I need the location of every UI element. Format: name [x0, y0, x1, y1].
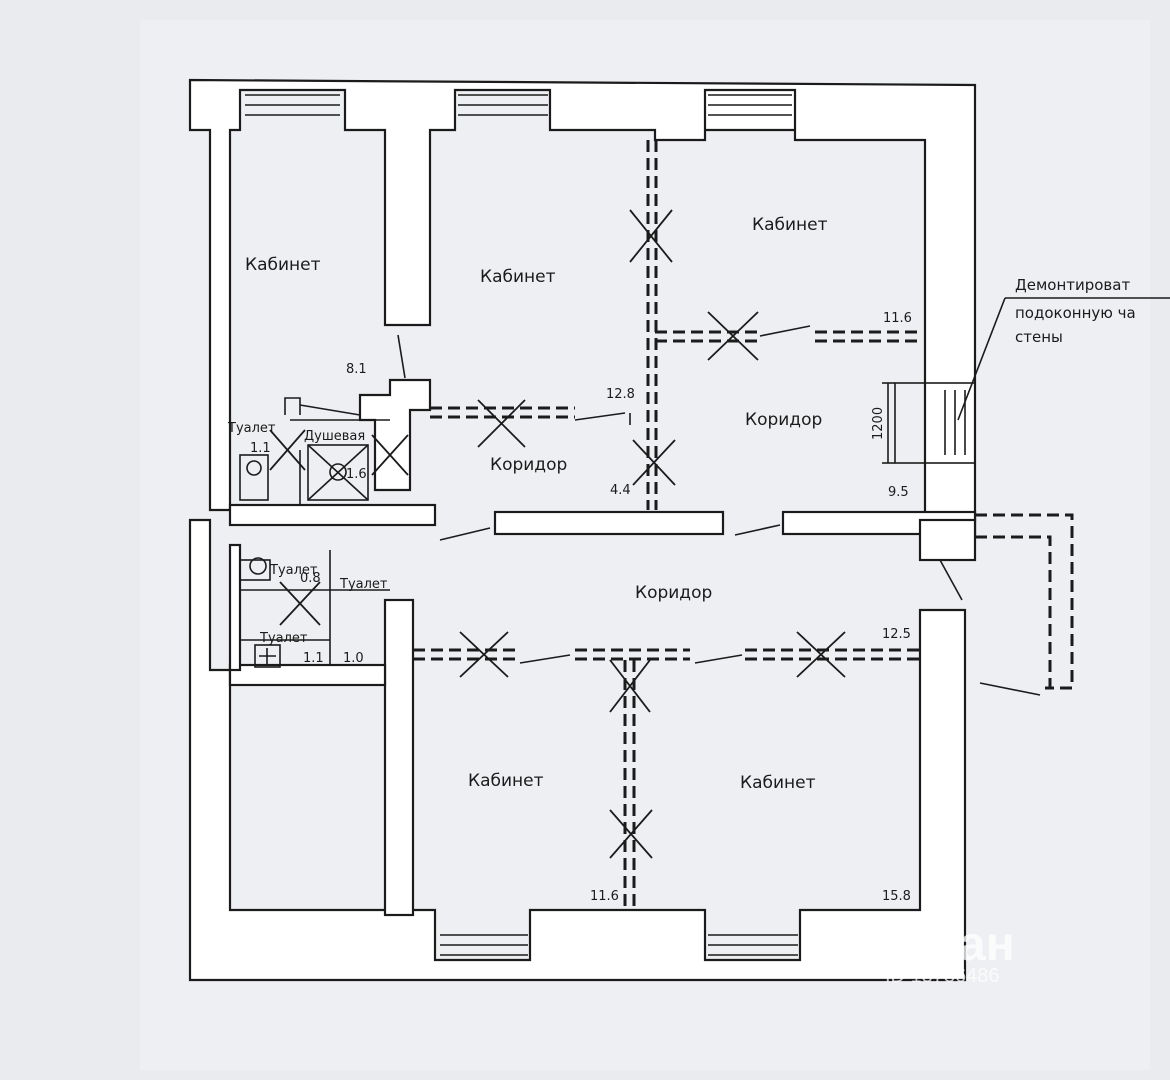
- sanitary-fixtures: [239, 397, 390, 668]
- toilet-icon: [239, 454, 269, 501]
- watermark: циан ID 13736486: [885, 918, 1015, 987]
- watermark-id: ID 13736486: [885, 965, 1000, 987]
- x-mark: [796, 631, 846, 678]
- area-label: 0.8: [300, 571, 321, 586]
- shower-icon: [307, 444, 369, 501]
- x-mark: [459, 631, 509, 678]
- x-mark: [269, 429, 306, 471]
- area-label: 12.8: [606, 387, 635, 402]
- room-label-office: Кабинет: [480, 267, 556, 287]
- x-mark: [609, 809, 653, 859]
- room-label-shower: Душевая: [304, 429, 365, 444]
- note-line-3: стены: [1015, 328, 1063, 346]
- room-label-office: Кабинет: [752, 215, 828, 235]
- room-label-corridor: Коридор: [490, 455, 567, 475]
- demolish-note: Демонтироват подоконную ча стены: [957, 276, 1170, 421]
- note-line-2: подоконную ча: [1015, 304, 1136, 322]
- area-label: 15.8: [882, 889, 911, 904]
- room-label-office: Кабинет: [468, 771, 544, 791]
- x-mark: [707, 311, 759, 361]
- x-mark: [279, 581, 321, 626]
- dimension-label: 1200: [871, 407, 886, 440]
- room-label-corridor: Коридор: [635, 583, 712, 603]
- area-label: 1.1: [303, 651, 324, 666]
- area-label: 11.6: [883, 311, 912, 326]
- new-partitions: [397, 140, 1074, 910]
- x-mark: [609, 659, 651, 713]
- room-label-toilet: Туалет: [227, 421, 276, 436]
- room-label-toilet: Туалет: [339, 577, 388, 592]
- dimension-1200: 1200: [871, 382, 895, 464]
- room-label-toilet: Туалет: [269, 563, 318, 578]
- x-mark: [477, 399, 526, 448]
- x-mark: [371, 434, 409, 476]
- area-label: 1.6: [346, 467, 367, 482]
- room-label-office: Кабинет: [245, 255, 321, 275]
- area-label: 1.1: [250, 441, 271, 456]
- room-label-office: Кабинет: [740, 773, 816, 793]
- area-label: 8.1: [346, 362, 367, 377]
- room-labels: Кабинет Кабинет Кабинет Коридор Коридор …: [227, 215, 828, 793]
- area-labels: 8.1 12.8 11.6 4.4 9.5 12.5 11.6 15.8 1.1…: [250, 311, 912, 904]
- note-line-1: Демонтироват: [1015, 276, 1130, 294]
- area-label: 12.5: [882, 627, 911, 642]
- paper-sheet: [140, 20, 1150, 1070]
- area-label: 9.5: [888, 485, 909, 500]
- toilet-icon: [254, 644, 281, 668]
- x-mark: [632, 439, 676, 486]
- room-label-corridor: Коридор: [745, 410, 822, 430]
- watermark-brand: циан: [900, 918, 1015, 971]
- area-label: 4.4: [610, 483, 631, 498]
- room-label-toilet: Туалет: [259, 631, 308, 646]
- toilet-icon: [239, 559, 271, 581]
- area-label: 1.0: [343, 651, 364, 666]
- demolition-marks: [269, 209, 846, 859]
- x-mark: [629, 209, 673, 263]
- area-label: 11.6: [590, 889, 619, 904]
- outer-walls: [188, 78, 977, 982]
